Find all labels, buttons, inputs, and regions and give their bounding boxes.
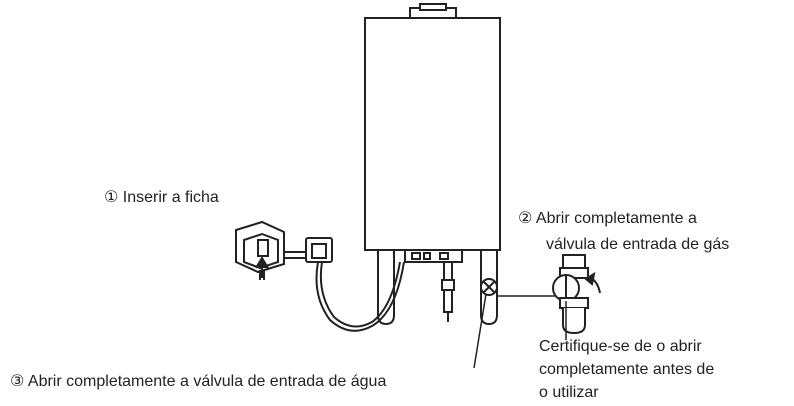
step1-label: ① Inserir a ficha: [104, 189, 219, 206]
plug-icon: [255, 237, 333, 278]
power-cable: [315, 261, 405, 332]
wall-socket-icon: [235, 220, 285, 280]
water-heater-icon: [364, 3, 501, 322]
note-line2: completamente antes de: [539, 361, 715, 378]
step2-label-line1: ② Abrir completamente a: [518, 210, 697, 227]
gas-valve-icon: [552, 254, 589, 335]
note-line3: o utilizar: [539, 384, 599, 401]
rotate-arrow-icon: [584, 271, 601, 294]
note-line1: Certifique-se de o abrir: [539, 338, 702, 355]
left-pipe: [377, 250, 395, 326]
step3-label: ③ Abrir completamente a válvula de entra…: [10, 373, 387, 390]
step2-label-line2: válvula de entrada de gás: [546, 236, 730, 253]
